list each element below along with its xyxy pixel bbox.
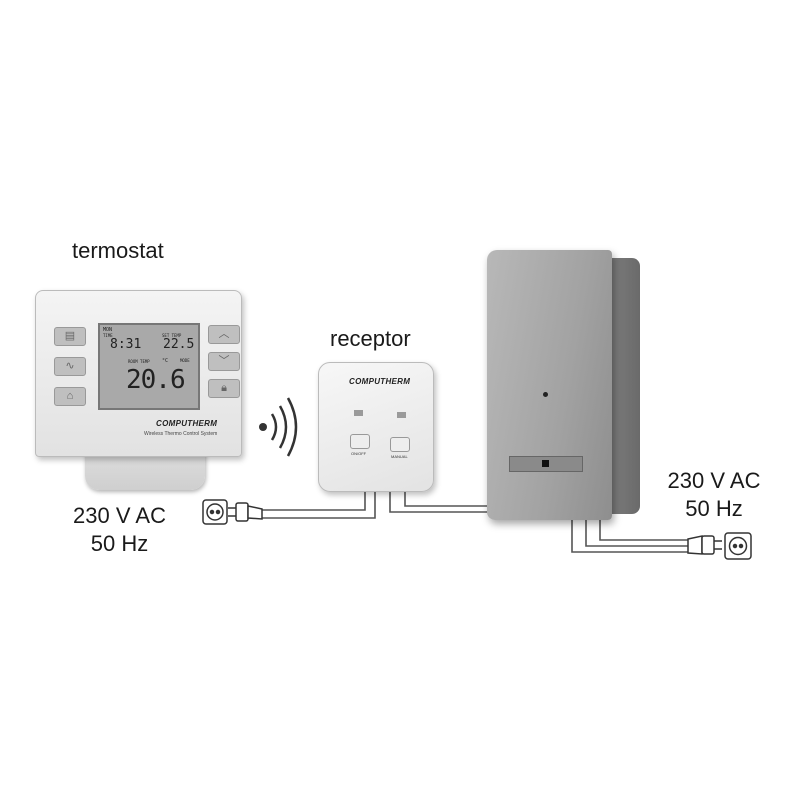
time-label: TIME (103, 333, 113, 338)
frequency-text: 50 Hz (90, 531, 149, 556)
socket-icon-left (202, 499, 228, 525)
led-left (354, 410, 363, 416)
on-off-label: ON/OFF (351, 451, 367, 456)
boiler-indicator (543, 392, 548, 397)
boiler-control-panel (509, 456, 583, 472)
wire-left-2 (262, 490, 376, 519)
wire-right-3 (599, 512, 688, 541)
wireless-signal-icon (259, 397, 298, 457)
manual-label: MANUAL (391, 454, 408, 459)
boiler-side (608, 258, 640, 514)
thermostat-label: termostat (72, 238, 164, 263)
unit-text: °C (162, 358, 169, 364)
on-off-button[interactable] (350, 434, 370, 449)
voltage-text: 230 V AC (667, 468, 761, 493)
home-button[interactable]: ⌂ (54, 387, 86, 406)
up-button[interactable]: ︿ (208, 325, 240, 344)
set-temp-label: SET TEMP (162, 333, 182, 338)
boiler-device (487, 250, 612, 520)
manual-button[interactable] (390, 437, 410, 452)
thermostat-subtitle: Wireless Thermo Control System (144, 431, 218, 437)
frequency-text: 50 Hz (685, 496, 743, 521)
socket-icon-right (724, 532, 752, 560)
down-button[interactable]: ﹀ (208, 352, 240, 371)
room-temp-value: 20.6 (126, 365, 186, 395)
thermostat-device: ▤ ∿ ⌂ ︿ ﹀ 🔒︎ MON TIME 8:31 SET TEMP 22.5… (35, 290, 242, 457)
lcd-display: MON TIME 8:31 SET TEMP 22.5 ROOM TEMP °C… (98, 323, 200, 410)
wire-right-2 (585, 512, 688, 547)
time-value: 8:31 (110, 337, 142, 352)
wire-left-1 (262, 490, 366, 511)
lock-button[interactable]: 🔒︎ (208, 379, 240, 398)
power-label-left: 230 V AC 50 Hz (62, 502, 177, 558)
program-button[interactable]: ▤ (54, 327, 86, 346)
wire-right-1 (571, 512, 688, 553)
room-temp-label: ROOM TEMP (128, 359, 150, 364)
set-temp-value: 22.5 (163, 337, 195, 352)
day-text: MON (103, 327, 113, 333)
plug-icon-left (228, 502, 263, 522)
thermostat-brand: COMPUTHERM (156, 419, 218, 428)
mode-label: MODE (180, 358, 190, 363)
receiver-label: receptor (330, 326, 411, 351)
voltage-text: 230 V AC (73, 503, 166, 528)
receiver-device: COMPUTHERM ON/OFF MANUAL (318, 362, 434, 492)
plug-icon-right (687, 535, 722, 555)
boiler-knob[interactable] (542, 460, 549, 467)
receiver-brand: COMPUTHERM (349, 377, 411, 386)
power-label-right: 230 V AC 50 Hz (655, 467, 773, 523)
led-right (397, 412, 406, 418)
mode-button[interactable]: ∿ (54, 357, 86, 376)
